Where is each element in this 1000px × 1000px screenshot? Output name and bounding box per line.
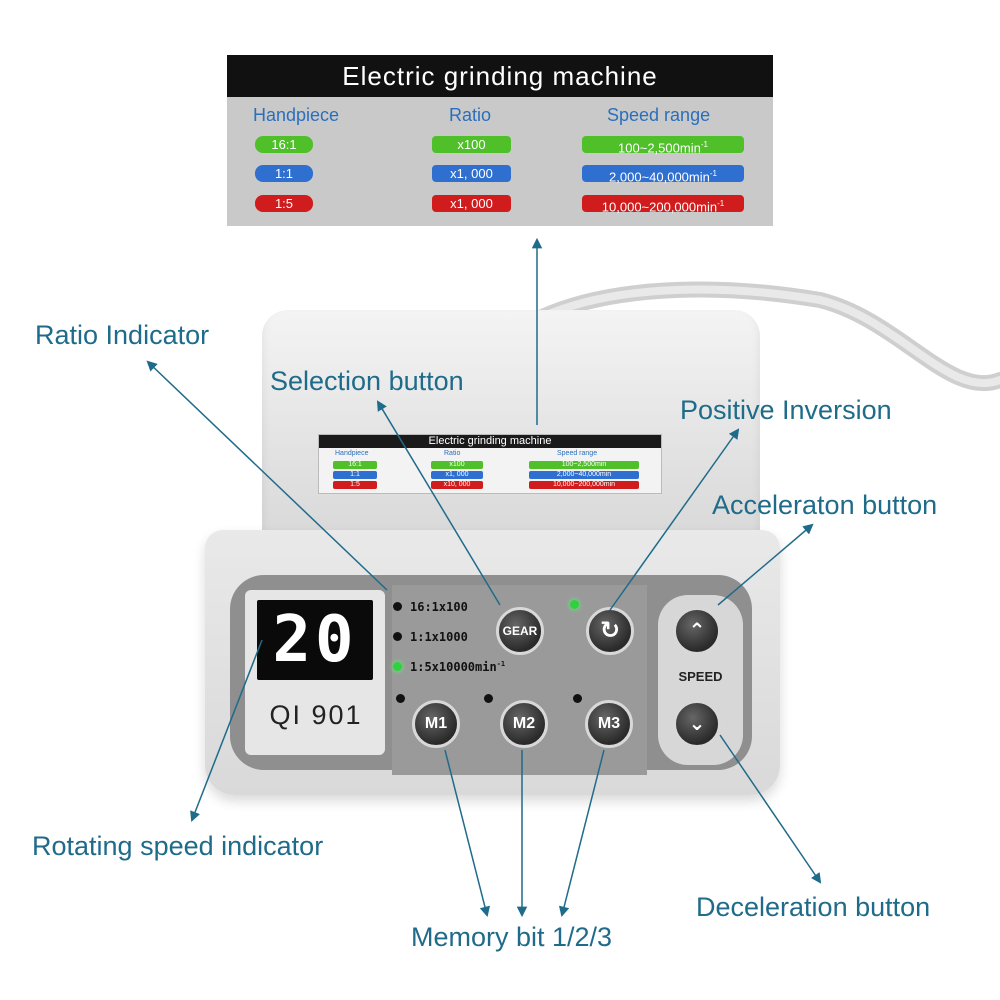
- ratio-led-1: [393, 602, 402, 611]
- mini-row1-speed: 100~2,500min: [529, 461, 639, 469]
- mini-row3-speed: 10,000~200,000min: [529, 481, 639, 489]
- arrow-memory-3: [558, 749, 605, 918]
- row3-speed: 10,000~200,000min-1: [582, 195, 744, 214]
- row1-ratio: x100: [432, 136, 511, 153]
- chevron-up-icon: ⌃: [688, 620, 706, 642]
- m3-button[interactable]: M3: [585, 700, 633, 748]
- mini-header-ratio: Ratio: [444, 450, 461, 457]
- device-spec-label: Electric grinding machine Handpiece Rati…: [318, 434, 662, 494]
- ratio-option-3: 1:5x10000min-1: [410, 660, 506, 674]
- rotate-icon: ↻: [599, 617, 621, 644]
- callout-rotating-speed-indicator: Rotating speed indicator: [32, 831, 324, 861]
- arrow-acceleration-button: [717, 523, 814, 606]
- arrow-positive-inversion: [609, 428, 740, 611]
- row1-speed: 100~2,500min-1: [582, 136, 744, 155]
- arrow-rotating-speed: [190, 639, 263, 822]
- callout-selection-button: Selection button: [270, 366, 464, 396]
- memory-led-2: [484, 694, 493, 703]
- device-top-housing: [262, 310, 760, 548]
- mini-row2-ratio: x1, 000: [431, 471, 483, 479]
- callout-acceleration-button: Acceleraton button: [712, 490, 938, 520]
- mini-row3-ratio: x10, 000: [431, 481, 483, 489]
- callout-ratio-indicator: Ratio Indicator: [35, 320, 210, 350]
- accelerate-button[interactable]: ⌃: [673, 607, 721, 655]
- row1-handpiece: 16:1: [255, 136, 313, 153]
- speed-label: SPEED: [678, 669, 723, 684]
- memory-led-3: [573, 694, 582, 703]
- inversion-led: [570, 600, 579, 609]
- decelerate-button[interactable]: ⌄: [673, 700, 721, 748]
- mini-header-speed: Speed range: [557, 450, 598, 457]
- callout-positive-inversion: Positive Inversion: [680, 395, 892, 425]
- ratio-led-2: [393, 632, 402, 641]
- arrow-memory-1: [444, 749, 491, 918]
- header-ratio: Ratio: [449, 105, 492, 125]
- mini-row2-handpiece: 1:1: [333, 471, 377, 479]
- callout-deceleration-button: Deceleration button: [696, 892, 931, 922]
- arrow-selection-button: [376, 400, 501, 606]
- row2-speed: 2,000~40,000min-1: [582, 165, 744, 184]
- ratio-option-1: 16:1x100: [410, 600, 468, 614]
- header-handpiece: Handpiece: [253, 105, 340, 125]
- chevron-down-icon: ⌄: [688, 713, 706, 735]
- gear-button[interactable]: GEAR: [496, 607, 544, 655]
- ratio-option-2: 1:1x1000: [410, 630, 468, 644]
- m2-button[interactable]: M2: [500, 700, 548, 748]
- row2-ratio: x1, 000: [432, 165, 511, 182]
- model-label: QI 901: [269, 700, 363, 730]
- inversion-button[interactable]: ↻: [586, 607, 634, 655]
- mini-row3-handpiece: 1:5: [333, 481, 377, 489]
- memory-led-1: [396, 694, 405, 703]
- row3-ratio: x1, 000: [432, 195, 511, 212]
- speed-display: 20: [257, 600, 373, 680]
- spec-table-title: Electric grinding machine: [227, 55, 773, 97]
- arrow-ratio-indicator: [146, 360, 388, 591]
- mini-row1-handpiece: 16:1: [333, 461, 377, 469]
- callout-memory-bit: Memory bit 1/2/3: [411, 922, 613, 952]
- mini-header-handpiece: Handpiece: [335, 450, 369, 457]
- row3-handpiece: 1:5: [255, 195, 313, 212]
- m1-button[interactable]: M1: [412, 700, 460, 748]
- row2-handpiece: 1:1: [255, 165, 313, 182]
- mini-row2-speed: 2,000~40,000min: [529, 471, 639, 479]
- mini-row1-ratio: x100: [431, 461, 483, 469]
- ratio-led-3: [393, 662, 402, 671]
- header-speed: Speed range: [607, 105, 711, 125]
- arrow-deceleration-button: [719, 734, 822, 884]
- spec-table: Electric grinding machine Handpiece Rati…: [227, 55, 773, 226]
